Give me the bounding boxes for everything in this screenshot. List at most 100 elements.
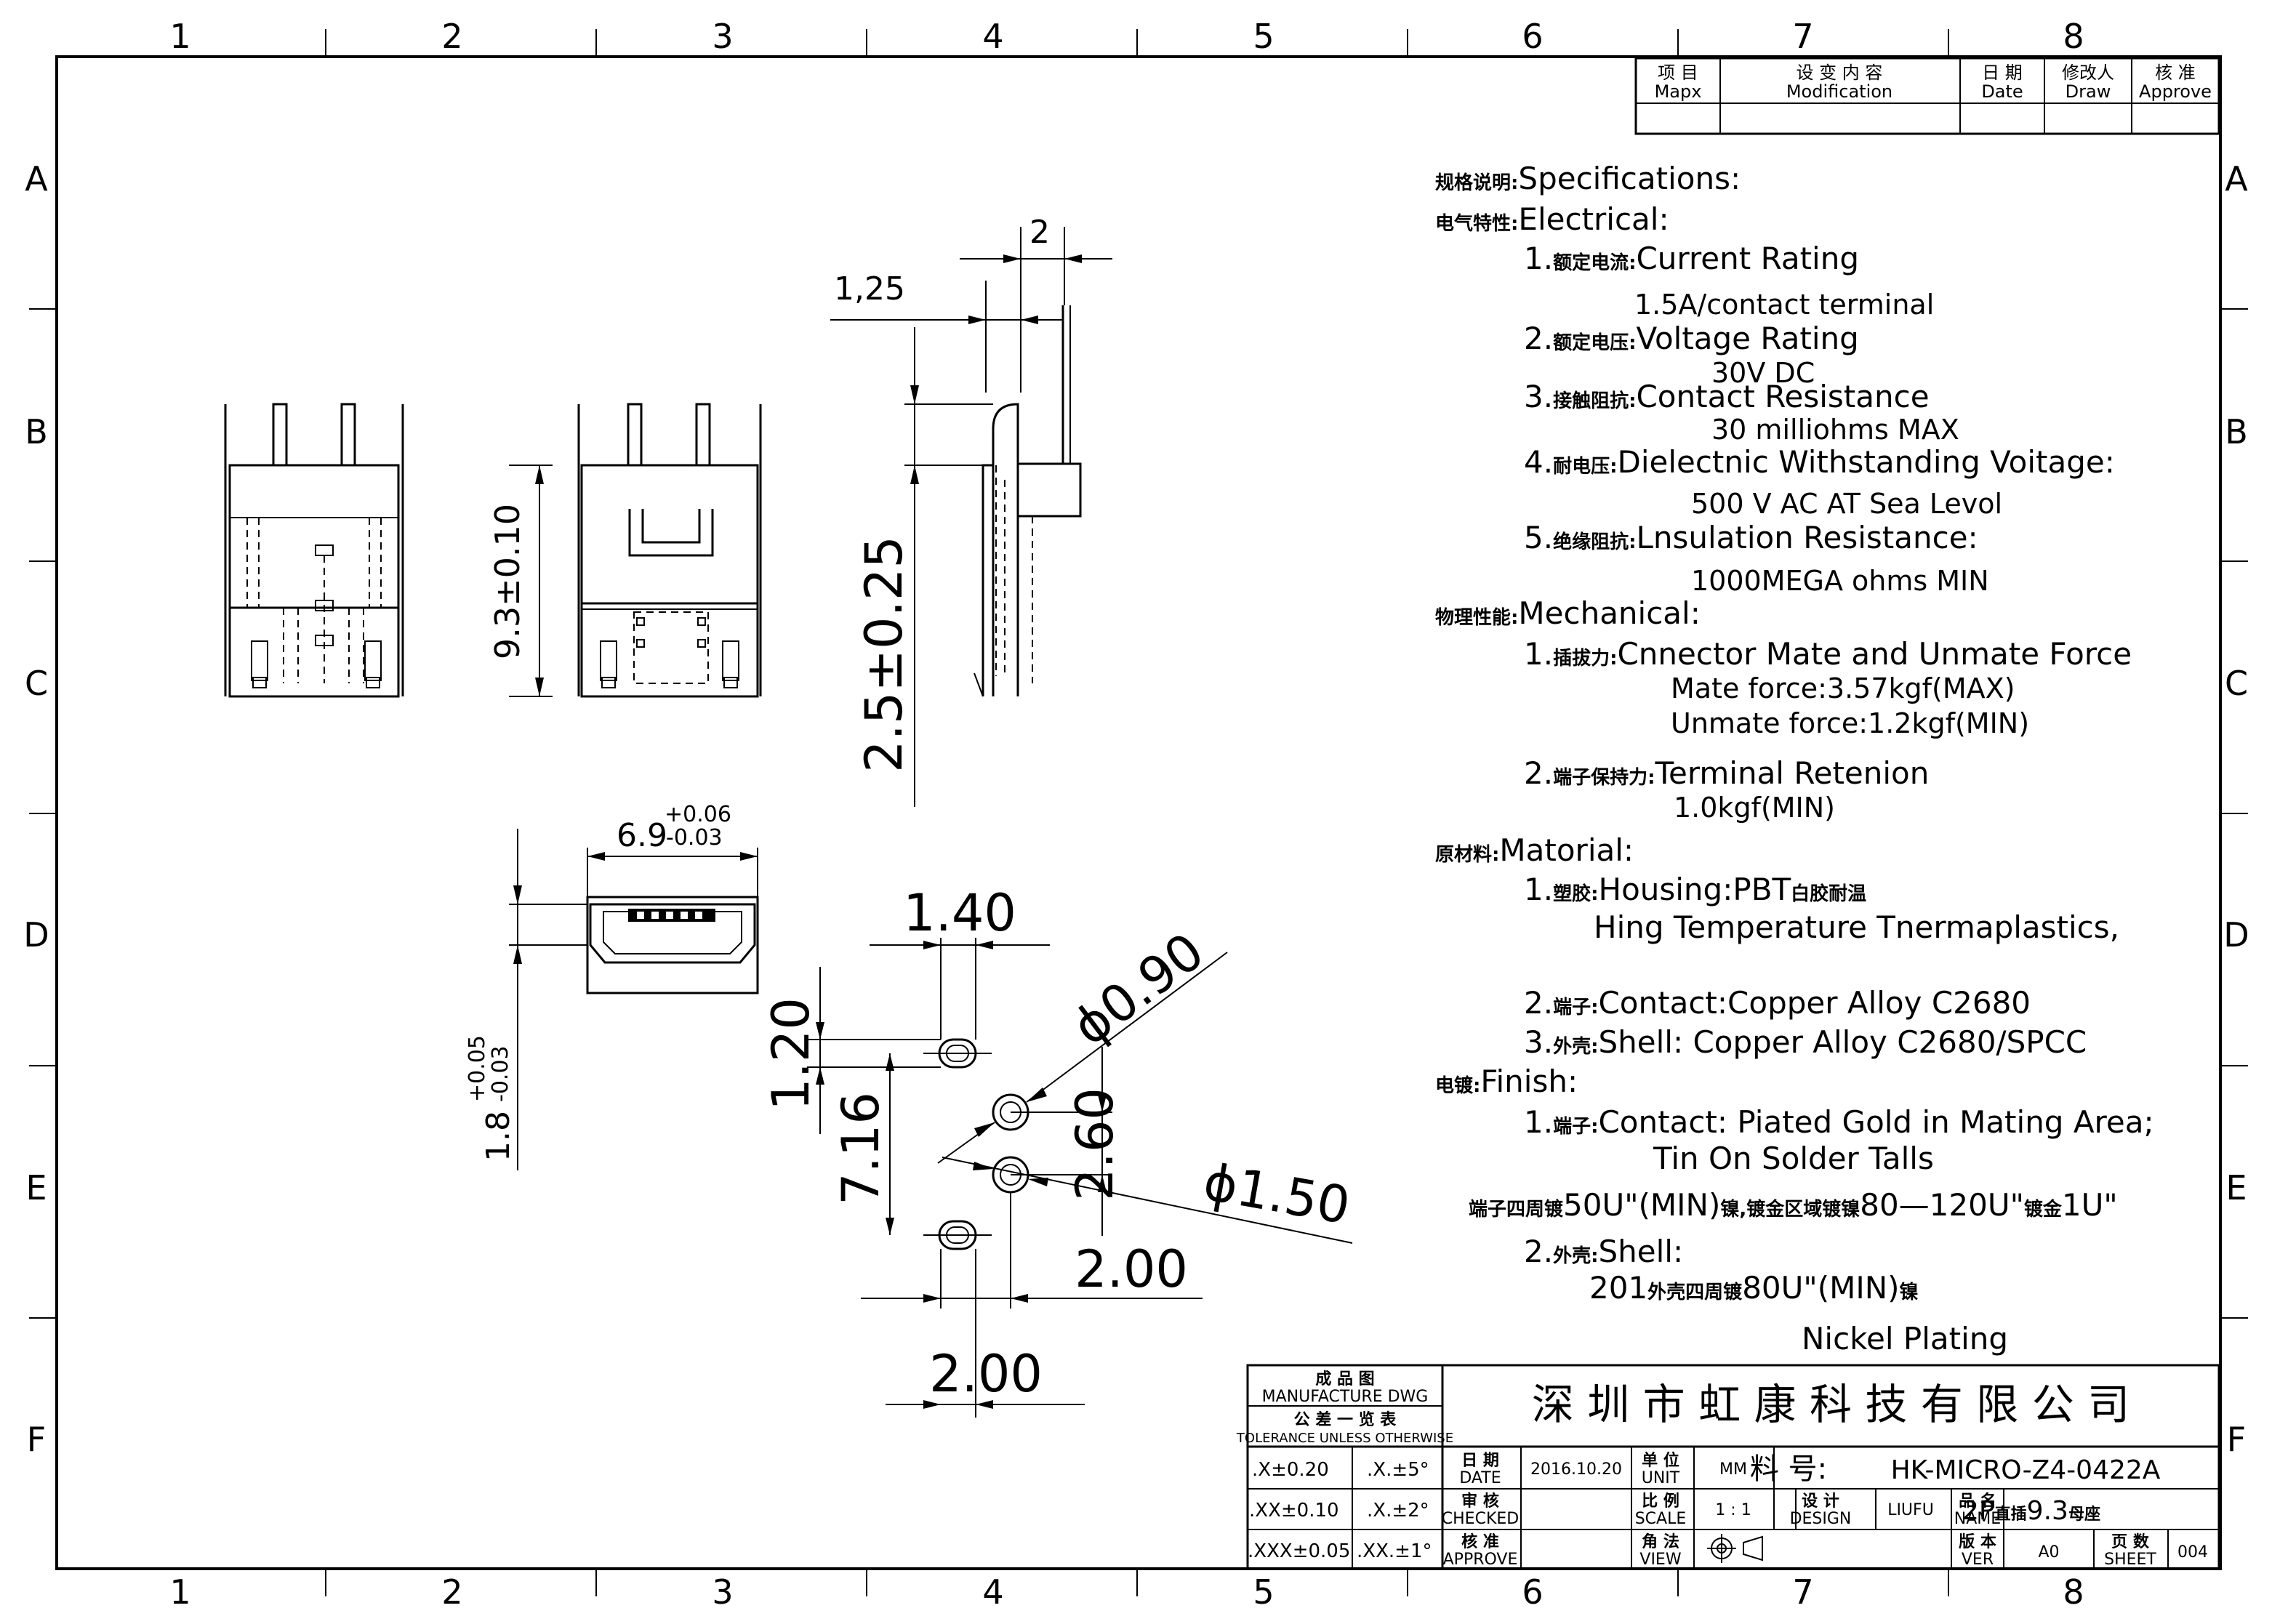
col-label: 8 — [2063, 1572, 2084, 1612]
spec-finish-contact: 1.端子:Contact: Piated Gold in Mating Area… — [1524, 1104, 2154, 1140]
date-label-cn: 日 期 — [1461, 1452, 1499, 1470]
spec-finish-plating: 端子四周镀50U"(MIN)镍,镀金区域镀镍80—120U"镀金1U" — [1469, 1187, 2118, 1223]
design-label-cn: 设 计 — [1802, 1492, 1839, 1511]
scale-label-cn: 比 例 — [1642, 1492, 1679, 1511]
col-label: 6 — [1522, 17, 1543, 56]
spec-nickel-plating: Nickel Plating — [1802, 1321, 2008, 1356]
front-view-left — [224, 403, 404, 698]
spec-dielectric: 4.耐电压:Dielectnic Withstanding Voitage: — [1524, 444, 2115, 480]
spec-shell-material: 3.外壳:Shell: Copper Alloy C2680/SPCC — [1524, 1024, 2087, 1060]
specifications-block: 规格说明:Specifications: 电气特性:Electrical: 1.… — [1435, 161, 2154, 1356]
designer-name: LIUFU — [1887, 1501, 1934, 1519]
revision-header-approve: Approve — [2139, 81, 2212, 102]
sheet-label-cn: 页 数 — [2111, 1532, 2150, 1551]
unit-value: MM — [1719, 1460, 1747, 1479]
spec-mate-force: 1.插拔力:Cnnector Mate and Unmate Force — [1524, 636, 2132, 672]
row-label: E — [2225, 1168, 2247, 1207]
col-label: 7 — [1792, 1572, 1813, 1612]
receptacle-face-view: 6.9 +0.06 -0.03 1.8 +0.05 -0.03 — [465, 802, 759, 1170]
spec-insulation: 5.绝缘阻抗:Lnsulation Resistance: — [1524, 520, 1978, 555]
product-name: 2P直插9.3母座 — [1962, 1496, 2100, 1526]
revision-header-modification: 设 变 内 容 — [1797, 63, 1883, 83]
col-label: 3 — [712, 17, 733, 56]
col-label: 2 — [441, 1572, 462, 1612]
row-label: B — [2225, 412, 2248, 451]
sheet-label-en: SHEET — [2104, 1551, 2156, 1569]
spec-finish: 电镀:Finish: — [1435, 1064, 1578, 1099]
dim-slot-width-1-40: 1.40 — [903, 883, 1016, 943]
dim-depth-tol-plus: +0.05 — [465, 1035, 490, 1102]
row-label: F — [2227, 1420, 2246, 1459]
spec-contact-material: 2.端子:Contact:Copper Alloy C2680 — [1524, 985, 2031, 1021]
scale-label-en: SCALE — [1635, 1510, 1687, 1528]
revision-header-date: Date — [1981, 81, 2023, 102]
dim-hole-spacing-2-00: 2.00 — [1075, 1239, 1188, 1299]
name-label-en: NAME — [1954, 1510, 2001, 1528]
spec-retention-value: 1.0kgf(MIN) — [1674, 792, 1835, 824]
part-number: HK-MICRO-Z4-0422A — [1891, 1455, 2161, 1485]
view-label-en: VIEW — [1639, 1551, 1681, 1569]
spec-mechanical: 物理性能:Mechanical: — [1435, 595, 1701, 631]
spec-current-rating: 1.额定电流:Current Rating — [1524, 241, 1859, 276]
company-name: 深 圳 市 虹 康 科 技 有 限 公 司 — [1532, 1380, 2130, 1429]
spec-contact-resistance: 3.接触阻抗:Contact Resistance — [1524, 379, 1930, 414]
revision-table: 项 目 Mapx 设 变 内 容 Modification 日 期 Date 修… — [1634, 57, 2220, 135]
dim-width-tol-minus: -0.03 — [666, 825, 723, 851]
approve-label-cn: 核 准 — [1461, 1532, 1499, 1551]
dim-row-spacing-7-16: 7.16 — [831, 1092, 891, 1205]
ver-label-cn: 版 本 — [1959, 1533, 1996, 1551]
ang-xx: .X.±2° — [1367, 1500, 1429, 1522]
tolerance-en: TOLERANCE UNLESS OTHERWISE — [1236, 1431, 1453, 1446]
revision-header-draw: Draw — [2066, 81, 2111, 102]
dim-height-2-5: 2.5±0.25 — [854, 536, 914, 773]
row-label: A — [25, 159, 48, 198]
dim-hole-dia-1-50: ϕ1.50 — [1200, 1151, 1354, 1236]
pcb-footprint: 1.40 1.20 7.16 2.60 ϕ0.90 ϕ1.50 — [761, 883, 1354, 1418]
sheet-value: 004 — [2177, 1543, 2208, 1561]
view-label-cn: 角 法 — [1642, 1532, 1679, 1551]
row-label: D — [2223, 915, 2249, 954]
approve-label-en: APPROVE — [1443, 1551, 1518, 1569]
unit-label-cn: 单 位 — [1642, 1451, 1679, 1470]
dim-slot-spacing-2-00: 2.00 — [929, 1344, 1043, 1404]
spec-retention: 2.端子保持力:Terminal Retenion — [1524, 755, 1929, 791]
scale-value: 1 : 1 — [1715, 1501, 1751, 1519]
tol-x: .X±0.20 — [1252, 1459, 1329, 1481]
row-label: E — [25, 1168, 47, 1207]
col-label: 7 — [1792, 17, 1813, 56]
dim-pitch-2: 2 — [1029, 214, 1050, 251]
col-label: 3 — [712, 1572, 733, 1612]
projection-symbol-icon — [1707, 1534, 1763, 1563]
spec-title: 规格说明:Specifications: — [1435, 161, 1741, 196]
col-label: 2 — [441, 17, 462, 56]
border-frame: 1 2 3 4 5 6 7 8 1 2 3 4 5 6 7 8 A B C D … — [23, 17, 2249, 1612]
spec-unmate-force-value: Unmate force:1.2kgf(MIN) — [1671, 707, 2029, 739]
revision-header-date: 日 期 — [1982, 63, 2023, 83]
col-label: 1 — [169, 1572, 190, 1612]
title-block: 成 品 图 MANUFACTURE DWG 公 差 一 览 表 TOLERANC… — [1236, 1364, 2220, 1570]
spec-material: 原材料:Matorial: — [1435, 832, 1634, 868]
revision-header-modification: Modification — [1786, 81, 1892, 102]
col-label: 4 — [982, 17, 1003, 56]
spec-finish-shell: 2.外壳:Shell: — [1524, 1234, 1683, 1269]
row-label: F — [27, 1420, 46, 1459]
date-label-en: DATE — [1459, 1469, 1501, 1487]
ang-x: .X.±5° — [1367, 1459, 1429, 1481]
col-label: 1 — [169, 17, 190, 56]
col-label: 5 — [1253, 17, 1274, 56]
spec-voltage-rating: 2.额定电压:Voltage Rating — [1524, 321, 1859, 356]
spec-housing-value: Hing Temperature Tnermaplastics, — [1594, 909, 2119, 945]
dim-height-9-3: 9.3±0.10 — [488, 504, 527, 659]
spec-dielectric-value: 500 V AC AT Sea Levol — [1691, 488, 2002, 520]
design-label-en: DESIGN — [1790, 1510, 1852, 1528]
spec-voltage-value: 30V DC — [1711, 357, 1815, 389]
revision-header-draw: 修改人 — [2062, 63, 2114, 83]
dim-width-tol-plus: +0.06 — [665, 802, 731, 827]
revision-header-item: Mapx — [1655, 81, 1702, 102]
dim-depth-tol-minus: -0.03 — [488, 1045, 513, 1102]
manufacture-dwg-cn: 成 品 图 — [1315, 1370, 1374, 1388]
front-view-center: 9.3±0.10 — [488, 403, 762, 698]
tol-xx: .XX±0.10 — [1249, 1500, 1339, 1522]
row-label: C — [25, 664, 48, 703]
